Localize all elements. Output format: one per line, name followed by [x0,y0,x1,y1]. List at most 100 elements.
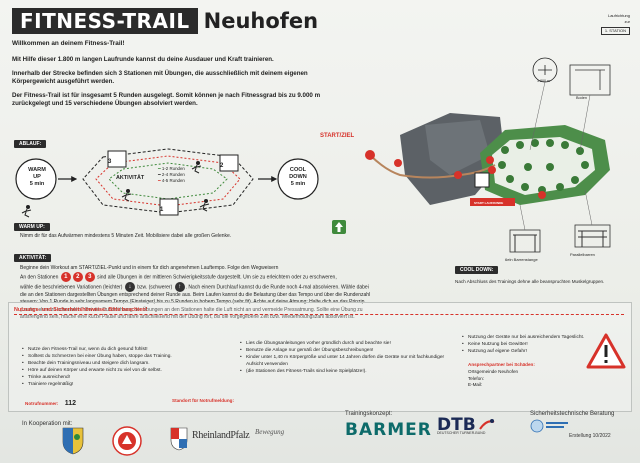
rlp-logo-text: RheinlandPfalz [192,430,250,441]
activity-line-3: wähle die beschriebenen Variationen (lei… [20,282,450,293]
activity-line-2b: sind alle Übungen in der mittleren Schwi… [97,274,337,281]
warmup-label: WARM UP: [14,223,50,231]
safety-item: Kinder unter 1,40 m Körpergröße und unte… [240,354,455,368]
intro-paragraph-2: Innerhalb der Strecke befinden sich 3 St… [12,70,308,85]
activity-line-3a: wähle die beschriebenen Variationen (lei… [20,284,123,291]
cooldown-line-2: DOWN [289,174,307,180]
safety-divider [14,314,624,315]
edition-date: Erstellung 10/2022 [569,433,611,439]
route-direction: Laufrichtung zur 1. STATION [600,13,630,35]
activity-line-7: anstrengend sein, mache eine kurze Pause… [20,313,355,320]
safety-item: Solltest du Schmerzen bei einer Übung ha… [22,353,242,360]
safety-heading: Nutzungs- und Sicherheitshinweise: Bitte… [14,307,148,313]
safety-item: Nutze den Fitness-Trail nur, wenn du dic… [22,346,242,353]
warmup-circle-text: WARM UP 5 min [24,167,50,188]
damage-contact: Ortsgemeinde Neuhofen Telefon: E-Mail: [468,369,518,389]
runner-icon [21,161,210,218]
damage-contact-heading: Ansprechpartner bei Schäden: [468,362,535,367]
route-label-2: zur [624,19,630,24]
map-start-sign: START LAUFRUNDE [474,201,504,205]
cooldown-line-1: COOL [289,167,307,173]
safety-item: Beachte dein Trainingsniveau und steiger… [22,360,242,367]
safety-item: Nutzung der Geräte nur bei ausreichendem… [462,334,592,341]
activity-line-1: Beginne dein Workout am START/ZIEL-Punkt… [20,265,279,271]
activity-line-2a: An den Stationen [20,274,59,281]
map-reck-label: 6eln Barrenstange [505,257,538,262]
title-town: Neuhofen [203,9,319,33]
state-crest-icon [170,427,188,456]
flow-legend: ━ 1-2 Runden ━ 2-4 Runden ━ 4-5 Runden [158,166,185,183]
cooldown-text: Nach Abschluss des Trainings dehne alle … [455,279,605,284]
safety-list-2: Lies die Übungsanleitungen vorher gründl… [240,340,455,375]
safety-item: (die Stationen des Fitness-Trails sind k… [240,368,455,375]
safety-item: Benutze die Anlage nur gemäß der Übungsb… [240,347,455,354]
flow-station-3: 3 [108,159,112,165]
activity-line-6: „Laufen ohne zu schnaufen". Bei der Durc… [20,306,363,313]
trail-map [365,57,611,253]
activity-label: AKTIVITÄT: [14,254,52,262]
activity-line-4: die an den Stationen dargestellten Übung… [20,292,371,299]
safety-list-1: Nutze den Fitness-Trail nur, wenn du dic… [22,346,242,388]
station-badge-2: 2 [72,272,83,283]
damage-line: Telefon: [468,375,485,381]
safety-item: Lies die Übungsanleitungen vorher gründl… [240,340,455,347]
emergency-label: Notrufnummer: [25,401,59,406]
safety-item: Trainiere regelmäßig! [22,381,242,388]
welcome-heading: Willkommen an deinem Fitness-Trail! [12,40,125,47]
station-badge-3: 3 [84,272,95,283]
intro-paragraph-1: Mit Hilfe dieser 1.800 m langen Laufrund… [12,56,274,63]
station-badge-1: 1 [60,272,71,283]
safety-advisor-logo-icon [530,419,570,438]
dtb-logo: DTB [437,415,476,435]
emergency-number: Notrufnummer: 112 [25,400,76,407]
emergency-value: 112 [64,400,77,407]
map-start-label: START/ZIEL [320,133,355,139]
location-label: Standort für Notrufmeldung: [172,398,235,403]
activity-line-3c: . Nach einem Durchlauf kannst du die Run… [185,284,369,291]
intro-paragraph-3: Der Fitness-Trail ist für insgesamt 5 Ru… [12,92,321,107]
warmup-line-1: WARM [28,167,46,173]
damage-line: E-Mail: [468,382,483,388]
page-title: FITNESS-TRAIL Neuhofen [12,8,318,34]
dtb-subtitle: DEUTSCHER TURNER-BUND [437,431,486,435]
warmup-line-3: 5 min [29,181,45,187]
dtb-mark-icon [478,418,496,437]
activity-line-3b: bzw. (schwerer) [137,284,173,291]
flow-station-1: 1 [160,207,164,213]
safety-item: Nutzung auf eigene Gefahr! [462,348,592,355]
arrow-up-small-icon: ↑ [174,282,185,293]
flow-activity-label: AKTIVITÄT [116,175,145,181]
concept-label: Trainingskonzept: [345,411,393,417]
coat-of-arms-icon [62,427,84,460]
map-barren-label: Parallelbarren [570,252,595,257]
route-label-1: Laufrichtung [607,13,630,18]
safety-item: Trinke ausreichend! [22,374,242,381]
legend-1: 1-2 Runden [161,166,185,171]
sports-club-logo-icon [112,426,142,461]
flow-station-2: 2 [220,163,224,169]
cooldown-circle-text: COOL DOWN 5 min [285,167,311,188]
warmup-text: Nimm dir für das Aufwärmen mindestens 5 … [20,233,232,239]
barmer-logo: BARMER [345,420,432,440]
map-distance-label: 1.800 m [537,79,550,83]
arrow-down-icon: ↓ [124,282,135,293]
cooperation-label: In Kooperation mit: [22,421,73,427]
arrow-up-icon [332,220,346,234]
flow-diagram [15,148,319,218]
legend-3: 4-5 Runden [161,178,185,183]
damage-line: Ortsgemeinde Neuhofen [468,369,519,374]
safety-item: Höre auf deinen Körper und erwarte nicht… [22,367,242,374]
map-boden-label: Boden [576,96,587,100]
safety-list-3: Nutzung der Geräte nur bei ausreichendem… [462,334,592,355]
cooldown-label: COOL DOWN: [455,266,499,274]
flow-label: ABLAUF: [14,140,47,148]
intro-text: Willkommen an deinem Fitness-Trail! Mit … [12,40,342,114]
route-number: 1. STATION [600,27,630,35]
cooldown-line-3: 5 min [290,181,306,187]
advice-label: Sicherheitstechnische Beratung [530,411,615,417]
legend-2: 2-4 Runden [161,172,185,177]
bewegung-logo-text: Bewegung [255,428,285,436]
warning-icon [586,333,626,374]
